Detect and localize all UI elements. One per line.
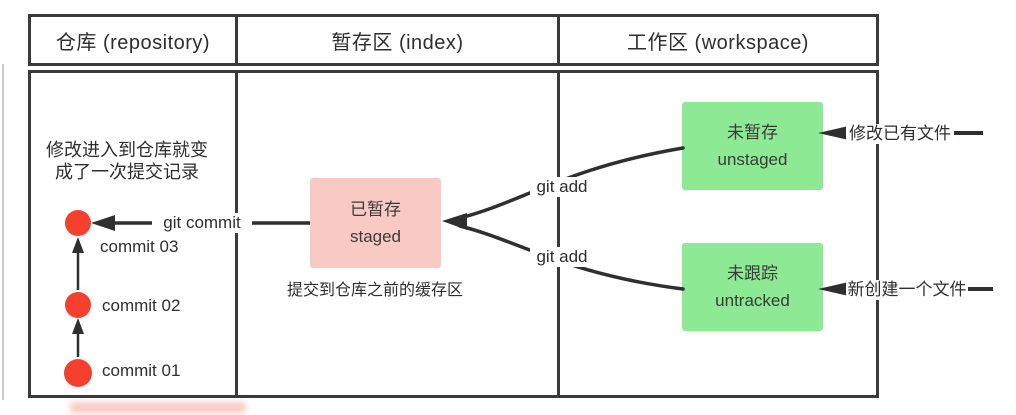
- unstaged-node: 未暂存 unstaged: [682, 102, 823, 190]
- workspace-column-title: 工作区 (workspace): [627, 31, 809, 54]
- unstaged-node-label-zh: 未暂存: [727, 123, 778, 142]
- repository-note-line2: 成了一次提交记录: [55, 162, 199, 182]
- index-column-title: 暂存区 (index): [331, 31, 464, 54]
- untracked-node-label-zh: 未跟踪: [727, 264, 778, 283]
- untracked-node-label-en: untracked: [715, 291, 790, 310]
- table-header-row: 仓库 (repository) 暂存区 (index) 工作区 (workspa…: [28, 14, 879, 66]
- repository-note: 修改进入到仓库就变 成了一次提交记录: [37, 139, 217, 183]
- unstaged-node-label-en: unstaged: [717, 150, 788, 169]
- commit-01-label: commit 01: [102, 361, 181, 380]
- new-file-label: 新创建一个文件: [846, 280, 968, 300]
- git-add-lower-label: git add: [530, 247, 594, 267]
- left-edge-artifact-line: [2, 64, 4, 400]
- untracked-node: 未跟踪 untracked: [682, 243, 823, 331]
- body-cell-repository: [31, 73, 238, 395]
- header-cell-index: 暂存区 (index): [238, 17, 560, 63]
- staged-node: 已暂存 staged: [310, 178, 441, 268]
- git-add-upper-label: git add: [530, 177, 594, 197]
- git-commit-label: git commit: [152, 213, 252, 233]
- staged-node-label-en: staged: [349, 227, 402, 246]
- commit-03-label: commit 03: [100, 237, 179, 256]
- modify-existing-file-label: 修改已有文件: [846, 124, 954, 144]
- bottom-red-smudge: [70, 402, 246, 413]
- staged-node-label-zh: 已暂存: [350, 200, 401, 219]
- header-cell-workspace: 工作区 (workspace): [560, 17, 876, 63]
- repository-column-title: 仓库 (repository): [55, 31, 211, 54]
- commit-02-label: commit 02: [102, 296, 181, 315]
- staged-caption: 提交到仓库之前的缓存区: [286, 282, 463, 299]
- repository-note-line1: 修改进入到仓库就变: [46, 140, 208, 160]
- header-cell-repository: 仓库 (repository): [31, 17, 238, 63]
